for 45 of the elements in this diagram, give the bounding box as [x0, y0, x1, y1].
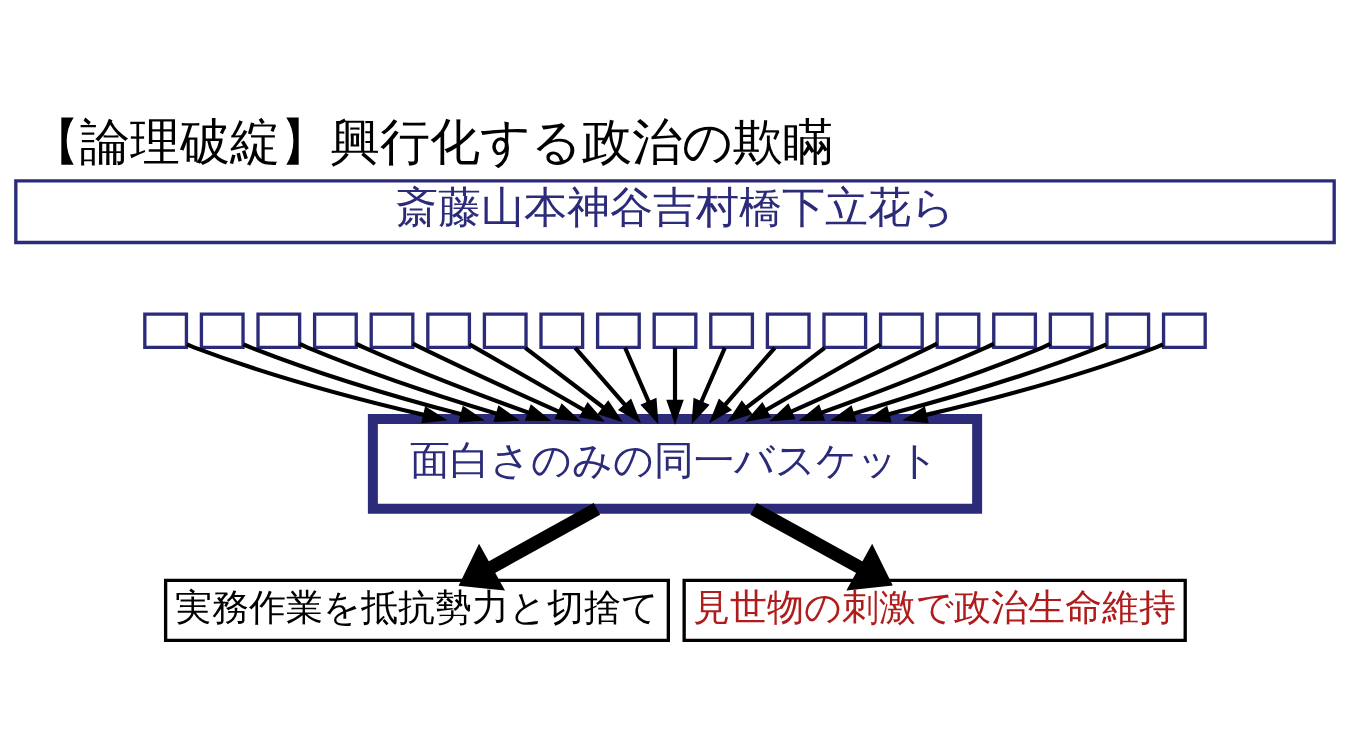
node-box	[1048, 312, 1094, 350]
arrow	[745, 342, 882, 423]
node-box	[482, 312, 528, 350]
arrow	[750, 503, 893, 591]
node-box	[143, 312, 189, 350]
arrow	[709, 346, 777, 424]
node-box	[765, 312, 811, 350]
arrow	[355, 341, 552, 421]
node-box	[199, 312, 245, 350]
node-box: 実務作業を抵抗勢力と切捨て	[163, 578, 670, 642]
node-box	[992, 312, 1038, 350]
arrow	[902, 342, 1164, 424]
arrow	[412, 341, 581, 422]
arrow	[865, 342, 1108, 423]
arrow	[573, 346, 641, 424]
arrow	[242, 342, 485, 423]
arrow	[691, 346, 727, 425]
node-box	[539, 312, 585, 350]
arrow	[458, 503, 601, 591]
node-box: 斎藤山本神谷吉村橋下立花ら	[14, 179, 1336, 245]
arrow	[830, 342, 1052, 422]
arrow	[298, 342, 520, 422]
arrow	[769, 341, 938, 422]
node-box	[1105, 312, 1151, 350]
node-box: 見世物の刺激で政治生命維持	[682, 578, 1187, 642]
node-box	[426, 312, 472, 350]
node-box	[652, 312, 698, 350]
node-box	[878, 312, 924, 350]
arrow	[468, 342, 605, 423]
diagram-title: 【論理破綻】興行化する政治の欺瞞	[29, 113, 833, 172]
arrow	[666, 347, 684, 425]
node-box	[709, 312, 755, 350]
node-box	[256, 312, 302, 350]
node-box	[369, 312, 415, 350]
arrow	[798, 341, 995, 421]
node-box	[312, 312, 358, 350]
node-box	[595, 312, 641, 350]
arrow	[623, 346, 659, 425]
arrow	[186, 342, 448, 424]
arrow	[727, 346, 826, 423]
node-box	[935, 312, 981, 350]
node-box	[822, 312, 868, 350]
node-box: 面白さのみの同一バスケット	[367, 413, 983, 514]
node-box	[1161, 312, 1207, 350]
arrow	[524, 346, 623, 423]
